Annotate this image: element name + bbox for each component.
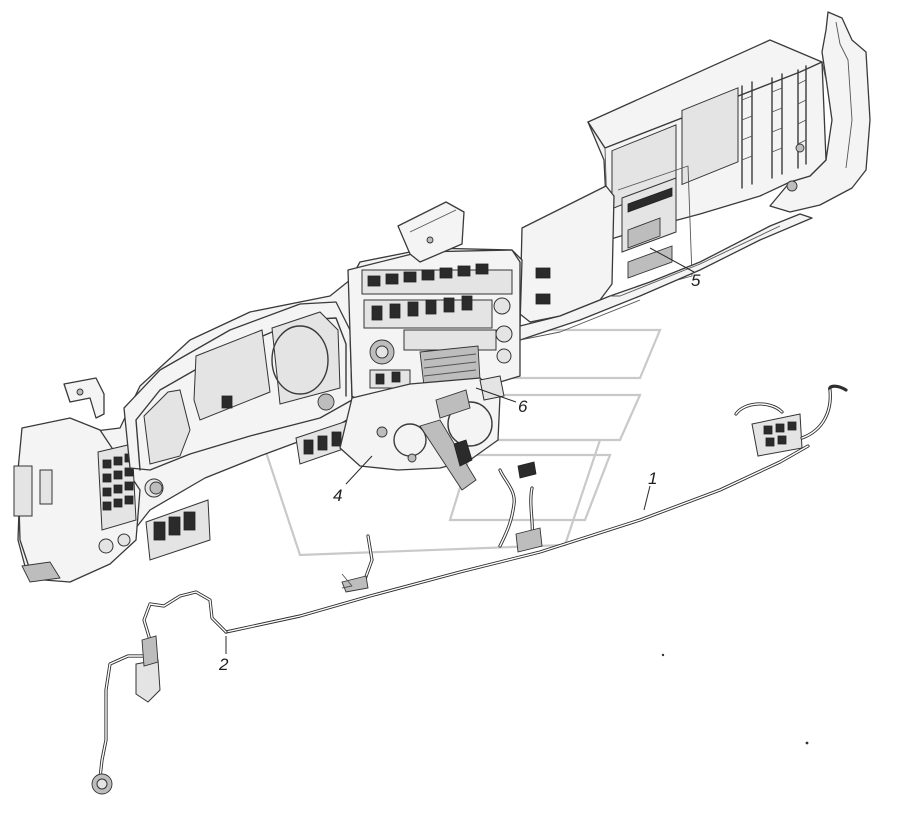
leader-1 (643, 485, 651, 511)
left-bracket (63, 377, 105, 419)
instrument-cluster (123, 301, 353, 495)
leader-4 (345, 455, 373, 485)
wiring-harness-2 (91, 590, 228, 795)
wiring-harness-1 (224, 444, 810, 634)
callout-labels: 1 2 4 5 6 (218, 271, 701, 674)
callout-5: 5 (691, 271, 701, 290)
callout-6: 6 (518, 397, 528, 416)
leader-6 (475, 387, 517, 403)
relay-connector-block (734, 384, 848, 457)
left-switch-panel (13, 417, 164, 583)
callout-1: 1 (648, 469, 657, 488)
center-console (347, 249, 521, 411)
lower-rocker-switches (145, 499, 211, 561)
callout-4: 4 (333, 486, 342, 505)
steering-column-support (339, 375, 505, 491)
stray-mark (805, 741, 809, 745)
callout-2: 2 (218, 655, 229, 674)
leader-lines (225, 247, 695, 654)
mounting-bracket (397, 201, 465, 263)
stray-mark (661, 653, 665, 657)
leader-5 (649, 247, 695, 273)
